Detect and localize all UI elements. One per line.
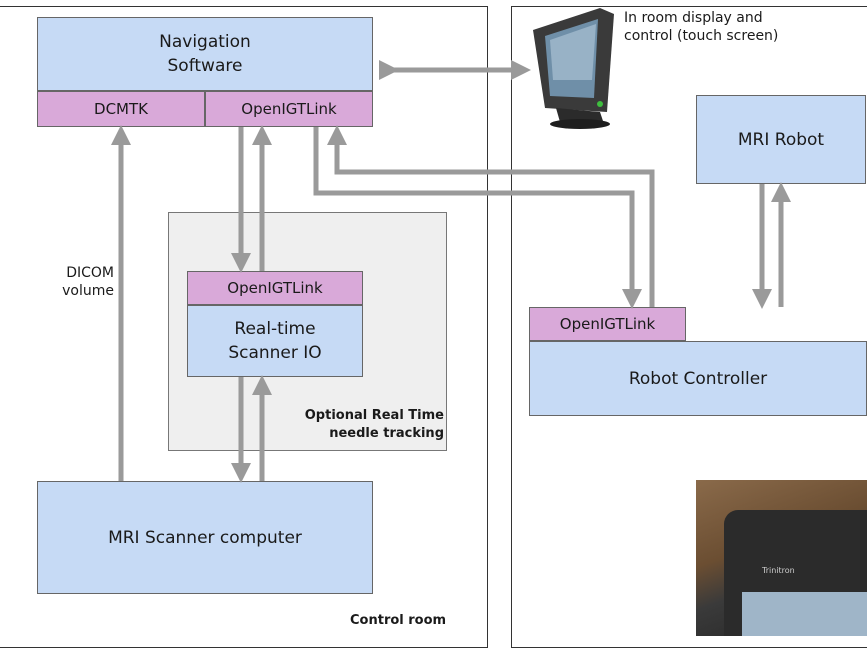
touch-screen-monitor-icon — [533, 8, 614, 129]
navigation-openigtlink-label: OpenIGTLink — [241, 100, 337, 118]
control-room-label: Control room — [350, 613, 447, 628]
controller-openigtlink-label: OpenIGTLink — [559, 315, 656, 333]
robot-controller-box[interactable]: Robot Controller — [529, 341, 867, 416]
dcmtk-label: DCMTK — [94, 100, 148, 118]
robot-photo: Trinitron — [696, 480, 867, 636]
in-room-display-label: In room display and control (touch scree… — [624, 10, 779, 44]
optional-tracking-label: Optional Real Time needle tracking — [304, 408, 444, 441]
photo-screen — [742, 592, 867, 636]
robot-controller-label: Robot Controller — [628, 368, 768, 389]
realtime-scanner-io-label: Real-time Scanner IO — [228, 319, 322, 363]
realtime-openigtlink-label: OpenIGTLink — [227, 279, 323, 297]
mri-scanner-computer-box[interactable]: MRI Scanner computer — [37, 481, 373, 594]
realtime-openigtlink-module[interactable]: OpenIGTLink — [187, 271, 363, 305]
navigation-openigtlink-module[interactable]: OpenIGTLink — [205, 91, 373, 127]
photo-brand-label: Trinitron — [762, 566, 795, 575]
navigation-software-box[interactable]: Navigation Software — [37, 17, 373, 91]
dcmtk-module[interactable]: DCMTK — [37, 91, 205, 127]
mri-robot-label: MRI Robot — [737, 129, 825, 150]
controller-openigtlink-module[interactable]: OpenIGTLink — [529, 307, 686, 341]
mri-robot-box[interactable]: MRI Robot — [696, 95, 866, 184]
controller-to-nav-arrow — [327, 125, 655, 307]
navigation-software-label: Navigation Software — [159, 32, 251, 76]
dicom-volume-label: DICOM volume — [62, 265, 114, 299]
realtime-scanner-io-box[interactable]: Real-time Scanner IO — [187, 305, 363, 377]
nav-to-controller-arrow — [313, 127, 642, 309]
mri-scanner-computer-label: MRI Scanner computer — [108, 527, 302, 548]
